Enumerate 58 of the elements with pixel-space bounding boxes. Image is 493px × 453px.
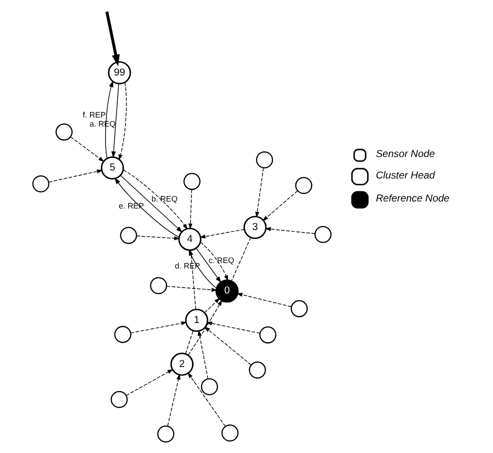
arrow: [48, 169, 103, 182]
node-circle: [150, 277, 168, 294]
legend-label: Cluster Head: [376, 170, 435, 182]
node-circle: [32, 175, 50, 192]
arrow: [136, 236, 180, 240]
arrow: [196, 248, 222, 284]
arrow: [188, 372, 226, 427]
legend-label: Reference Node: [376, 194, 450, 205]
node-circle: 5: [100, 156, 124, 180]
arrow: [111, 83, 120, 158]
arrow: [70, 136, 104, 162]
node-circle: 99: [108, 61, 132, 84]
arrow: [130, 321, 188, 334]
node-circle: 0: [216, 279, 239, 303]
arrow: [262, 190, 298, 222]
node-circle: [157, 425, 174, 443]
node-circle: [114, 326, 132, 343]
node-circle: [110, 390, 128, 408]
node-circle: [56, 124, 73, 141]
node-circle: 1: [185, 308, 208, 332]
arrow: [188, 189, 192, 230]
edge-label: f. REP: [82, 110, 106, 120]
arrow: [200, 242, 228, 282]
arrow: [198, 330, 208, 380]
node-circle: [183, 172, 201, 190]
arrow: [200, 229, 245, 238]
node-circle: 3: [244, 216, 267, 240]
arrow: [114, 178, 180, 238]
legend-label: Sensor Node: [376, 149, 435, 160]
arrow: [206, 321, 260, 334]
arrow: [118, 82, 127, 160]
node-circle: 2: [170, 352, 194, 376]
edge-label: c. REQ: [208, 256, 234, 265]
arrow: [255, 168, 264, 218]
node-circle: [290, 300, 308, 318]
node-circle: [314, 226, 332, 244]
connector: [231, 237, 252, 282]
arrow: [167, 374, 180, 426]
connector: [185, 330, 194, 354]
arrow: [166, 286, 218, 292]
arrow: [204, 326, 252, 366]
node-circle: [295, 176, 312, 194]
edge-label: b. REQ: [151, 194, 178, 204]
node-circle: 4: [178, 228, 202, 251]
arrow: [236, 292, 292, 308]
connector: [190, 250, 196, 310]
arrow: [204, 298, 220, 313]
arrow: [188, 249, 217, 288]
arrow: [126, 369, 174, 396]
arrow: [188, 300, 222, 356]
node-circle: [259, 326, 276, 344]
node-circle: [256, 151, 274, 168]
node-circle: [200, 378, 218, 396]
node-circle: [248, 362, 266, 379]
arrow: [105, 11, 120, 66]
node-circle: [221, 424, 239, 442]
arrow: [264, 227, 316, 234]
node-circle: [120, 226, 138, 244]
